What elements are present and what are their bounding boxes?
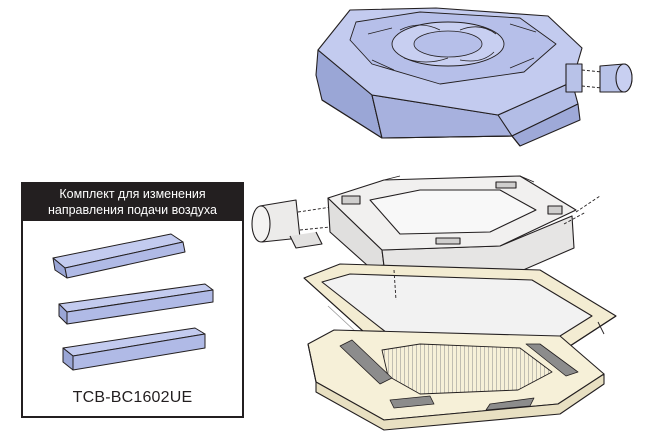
airflow-blade-3 [62, 327, 206, 371]
kit-callout-box: Комплект для изменения направления подач… [21, 182, 244, 418]
airflow-blade-2 [58, 283, 214, 325]
ceiling-panel [307, 329, 605, 431]
airflow-blade-1 [52, 233, 186, 279]
kit-title-line-2: направления подачи воздуха [47, 203, 217, 217]
kit-parts-illustration [52, 233, 214, 371]
unit-chassis [251, 175, 601, 283]
kit-model-number: TCB-BC1602UE [72, 389, 193, 406]
indoor-unit [315, 7, 633, 147]
kit-title: Комплект для изменения направления подач… [23, 184, 242, 221]
filter-frame [303, 263, 617, 351]
kit-title-line-1: Комплект для изменения [59, 187, 206, 201]
